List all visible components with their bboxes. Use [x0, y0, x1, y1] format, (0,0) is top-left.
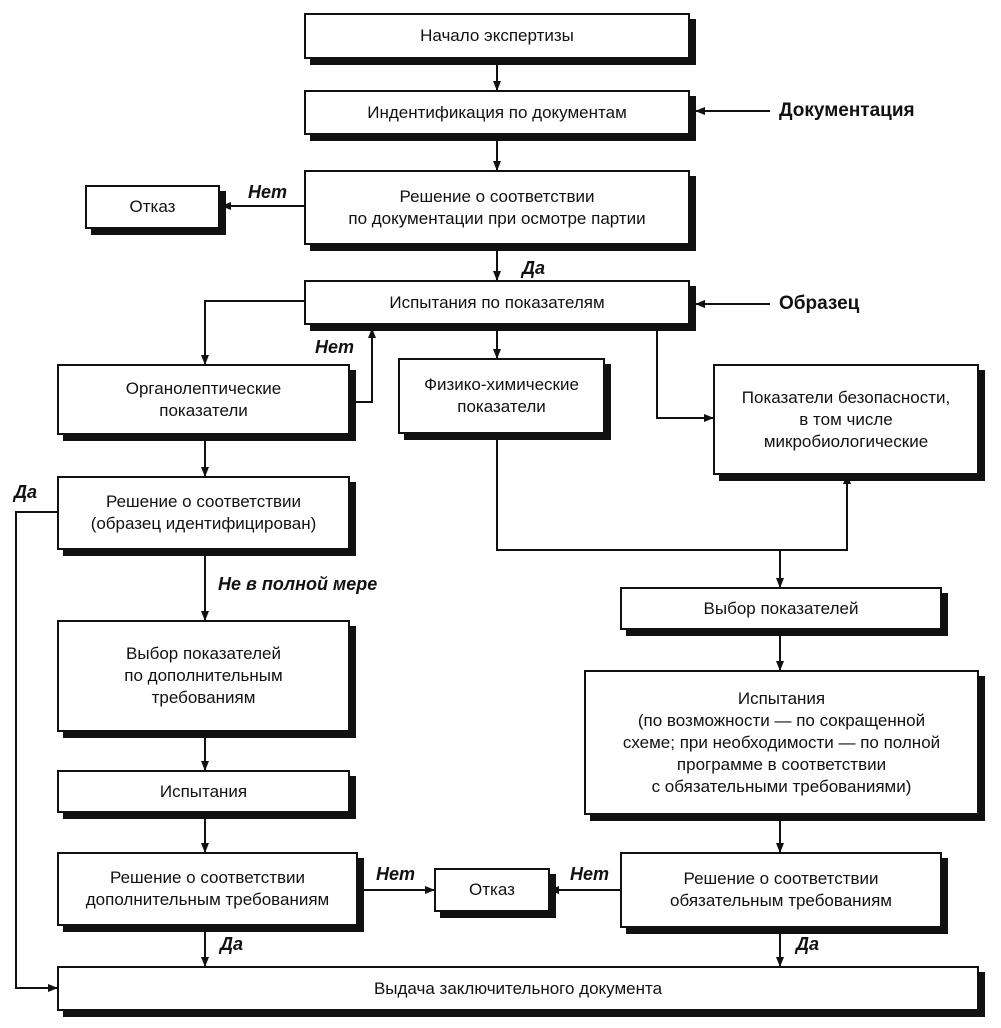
edge-label-yes-left: Да — [14, 482, 38, 502]
box-select-additional-line-1: Выбор показателей — [126, 644, 281, 663]
box-decision-sample-line-2: (образец идентифицирован) — [90, 514, 317, 533]
box-tests-mandatory: Испытания (по возможности — по сокращенн… — [584, 670, 979, 815]
box-start-line: Начало экспертизы — [420, 26, 574, 45]
box-decision-mandatory-line-2: обязательным требованиям — [670, 891, 892, 910]
box-tests-indicators: Испытания по показателям — [304, 280, 690, 325]
box-tests-line: Испытания — [159, 781, 248, 801]
box-select-additional-line-3: требованиям — [151, 688, 256, 707]
box-final-document-line: Выдача заключительного документа — [373, 978, 663, 998]
box-start: Начало экспертизы — [304, 13, 690, 59]
box-decision-sample: Решение о соответствии (образец идентифи… — [57, 476, 350, 550]
edge-label-yes-additional: Да — [220, 934, 244, 954]
box-organoleptic-line-1: Органолептические — [125, 378, 282, 398]
edge-label-no-refusal-top: Нет — [248, 182, 288, 202]
box-safety: Показатели безопасности, в том числе мик… — [713, 364, 979, 475]
edge-label-partial: Не в полной мере — [218, 574, 378, 594]
box-select-indicators-line: Выбор показателей — [703, 598, 859, 618]
box-refusal-bottom: Отказ — [434, 868, 550, 912]
box-refusal-bottom-line: Отказ — [469, 880, 515, 899]
box-identification-line: Индентификация по документам — [367, 102, 627, 122]
edge-label-no-right: Нет — [570, 864, 610, 884]
box-physchem-line-1: Физико-химические — [424, 375, 579, 394]
edge-label-no-left: Нет — [376, 864, 416, 884]
box-tests-mandatory-line-5: с обязательными требованиями) — [651, 776, 912, 796]
box-safety-line-3: микробиологические — [763, 431, 929, 451]
box-safety-line-1: Показатели безопасности, — [741, 387, 951, 407]
edge-label-yes-to-tests: Да — [522, 258, 546, 278]
arrow-organoleptic-no-back — [350, 328, 376, 403]
box-decision-mandatory: Решение о соответствии обязательным треб… — [620, 852, 942, 928]
box-decision-docs-line-2: по документации при осмотре партии — [348, 208, 646, 228]
box-decision-additional-line-1: Решение о соответствии — [109, 868, 306, 887]
box-tests: Испытания — [57, 770, 350, 813]
box-decision-docs-line-1: Решение о соответствии — [399, 186, 595, 206]
box-physchem: Физико-химические показатели — [398, 358, 605, 434]
box-decision-sample-line-1: Решение о соответствии — [105, 492, 302, 511]
box-tests-mandatory-line-3: схеме; при необходимости — по полной — [622, 732, 941, 752]
box-physchem-line-2: показатели — [457, 397, 546, 416]
edge-label-no-organoleptic: Нет — [315, 337, 355, 357]
arrow-tests-to-organoleptic — [201, 300, 304, 365]
box-decision-docs: Решение о соответствии по документации п… — [304, 170, 690, 245]
box-select-indicators: Выбор показателей — [620, 587, 942, 630]
box-tests-mandatory-line-2: (по возможности — по сокращенной — [637, 710, 926, 730]
arrow-yes-left-to-final — [15, 511, 58, 992]
box-tests-indicators-line: Испытания по показателям — [389, 292, 605, 312]
box-select-additional: Выбор показателей по дополнительным треб… — [57, 620, 350, 732]
box-tests-mandatory-line-4: программе в соответствии — [676, 754, 887, 774]
box-decision-mandatory-line-1: Решение о соответствии — [683, 869, 879, 888]
label-sample: Образец — [779, 293, 860, 314]
box-decision-additional: Решение о соответствии дополнительным тр… — [57, 852, 358, 926]
box-final-document: Выдача заключительного документа — [57, 966, 979, 1011]
box-organoleptic: Органолептические показатели — [57, 364, 350, 435]
line-physchem-merge — [496, 434, 851, 551]
edge-label-yes-mandatory: Да — [796, 934, 820, 954]
box-refusal-top: Отказ — [85, 185, 220, 229]
label-documentation: Документация — [779, 100, 915, 121]
box-select-additional-line-2: по дополнительным — [124, 666, 283, 685]
box-safety-line-2: в том числе — [799, 409, 893, 429]
box-tests-mandatory-line-1: Испытания — [737, 688, 826, 708]
box-organoleptic-line-2: показатели — [159, 400, 248, 420]
arrow-tests-to-safety — [656, 325, 714, 422]
box-identification: Индентификация по документам — [304, 90, 690, 135]
box-refusal-top-line: Отказ — [129, 197, 176, 216]
box-decision-additional-line-2: дополнительным требованиям — [85, 890, 330, 909]
